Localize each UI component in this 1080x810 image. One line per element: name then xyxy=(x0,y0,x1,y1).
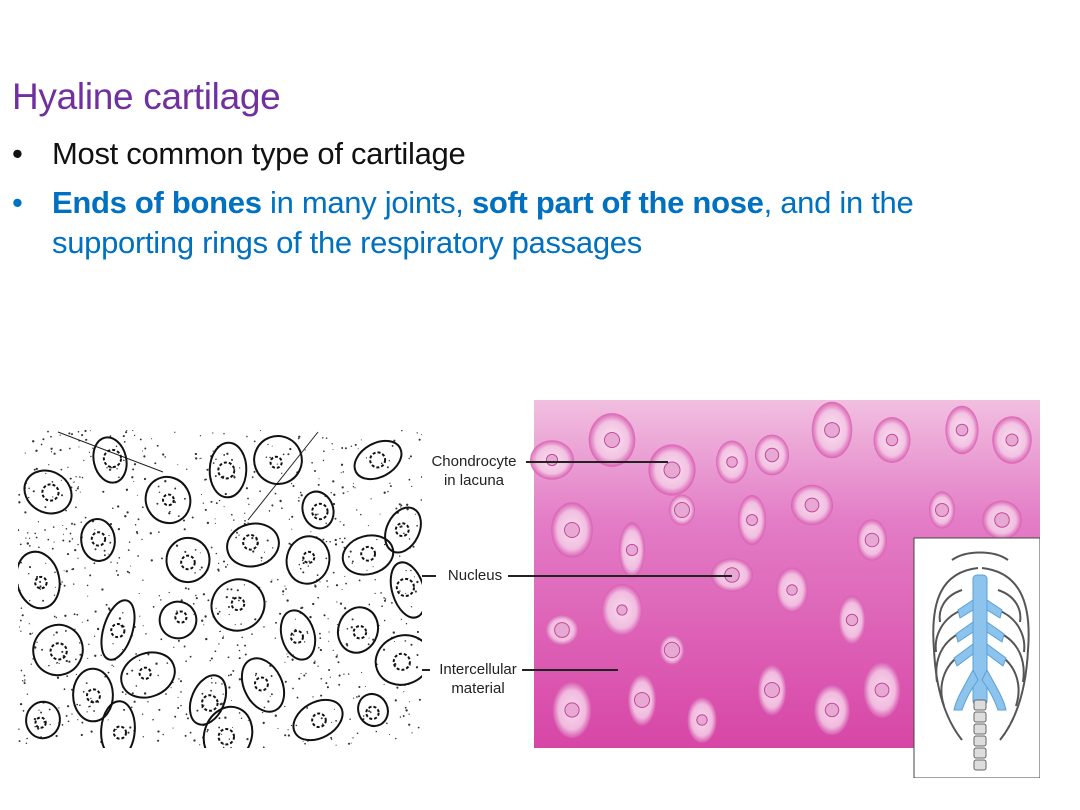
callout-line xyxy=(422,575,436,577)
callout-text: Chondrocyte xyxy=(431,453,517,470)
callout-text: in lacuna xyxy=(443,472,505,489)
callout-text: Intercellular xyxy=(439,661,517,678)
bullet-text: Most common type of cartilage xyxy=(52,136,466,171)
micrograph-figure: Chondrocyte in lacuna Nucleus Intercellu… xyxy=(422,400,1040,778)
bullet-text: Ends of bones in many joints, soft part … xyxy=(52,185,914,260)
bullet-list: • Most common type of cartilage • Ends o… xyxy=(12,134,1062,263)
plain-phrase: , and in the supporting rings of the res… xyxy=(52,185,914,260)
callout-text: material xyxy=(451,680,505,697)
cartilage-sketch-image xyxy=(18,430,422,748)
bullet-item: • Ends of bones in many joints, soft par… xyxy=(12,183,1062,263)
callout-chondrocyte-label: Chondrocyte in lacuna xyxy=(424,452,524,490)
callout-line xyxy=(508,575,732,577)
plain-phrase: in many joints, xyxy=(261,185,472,220)
callout-line xyxy=(422,669,430,671)
callout-nucleus-label: Nucleus xyxy=(440,566,510,585)
bullet-dot-icon: • xyxy=(12,136,23,171)
callout-text: Nucleus xyxy=(447,567,503,584)
bullet-dot-icon: • xyxy=(12,185,23,220)
rib-cage-inset-image xyxy=(913,537,1040,778)
slide-title: Hyaline cartilage xyxy=(12,76,281,117)
callout-line xyxy=(526,461,668,463)
bullet-item: • Most common type of cartilage xyxy=(12,134,1062,174)
callout-line xyxy=(522,669,618,671)
bold-phrase: soft part of the nose xyxy=(471,185,764,220)
bold-phrase: Ends of bones xyxy=(52,185,262,220)
micrograph-image xyxy=(422,400,1040,778)
callout-intercellular-label: Intercellular material xyxy=(428,660,528,698)
